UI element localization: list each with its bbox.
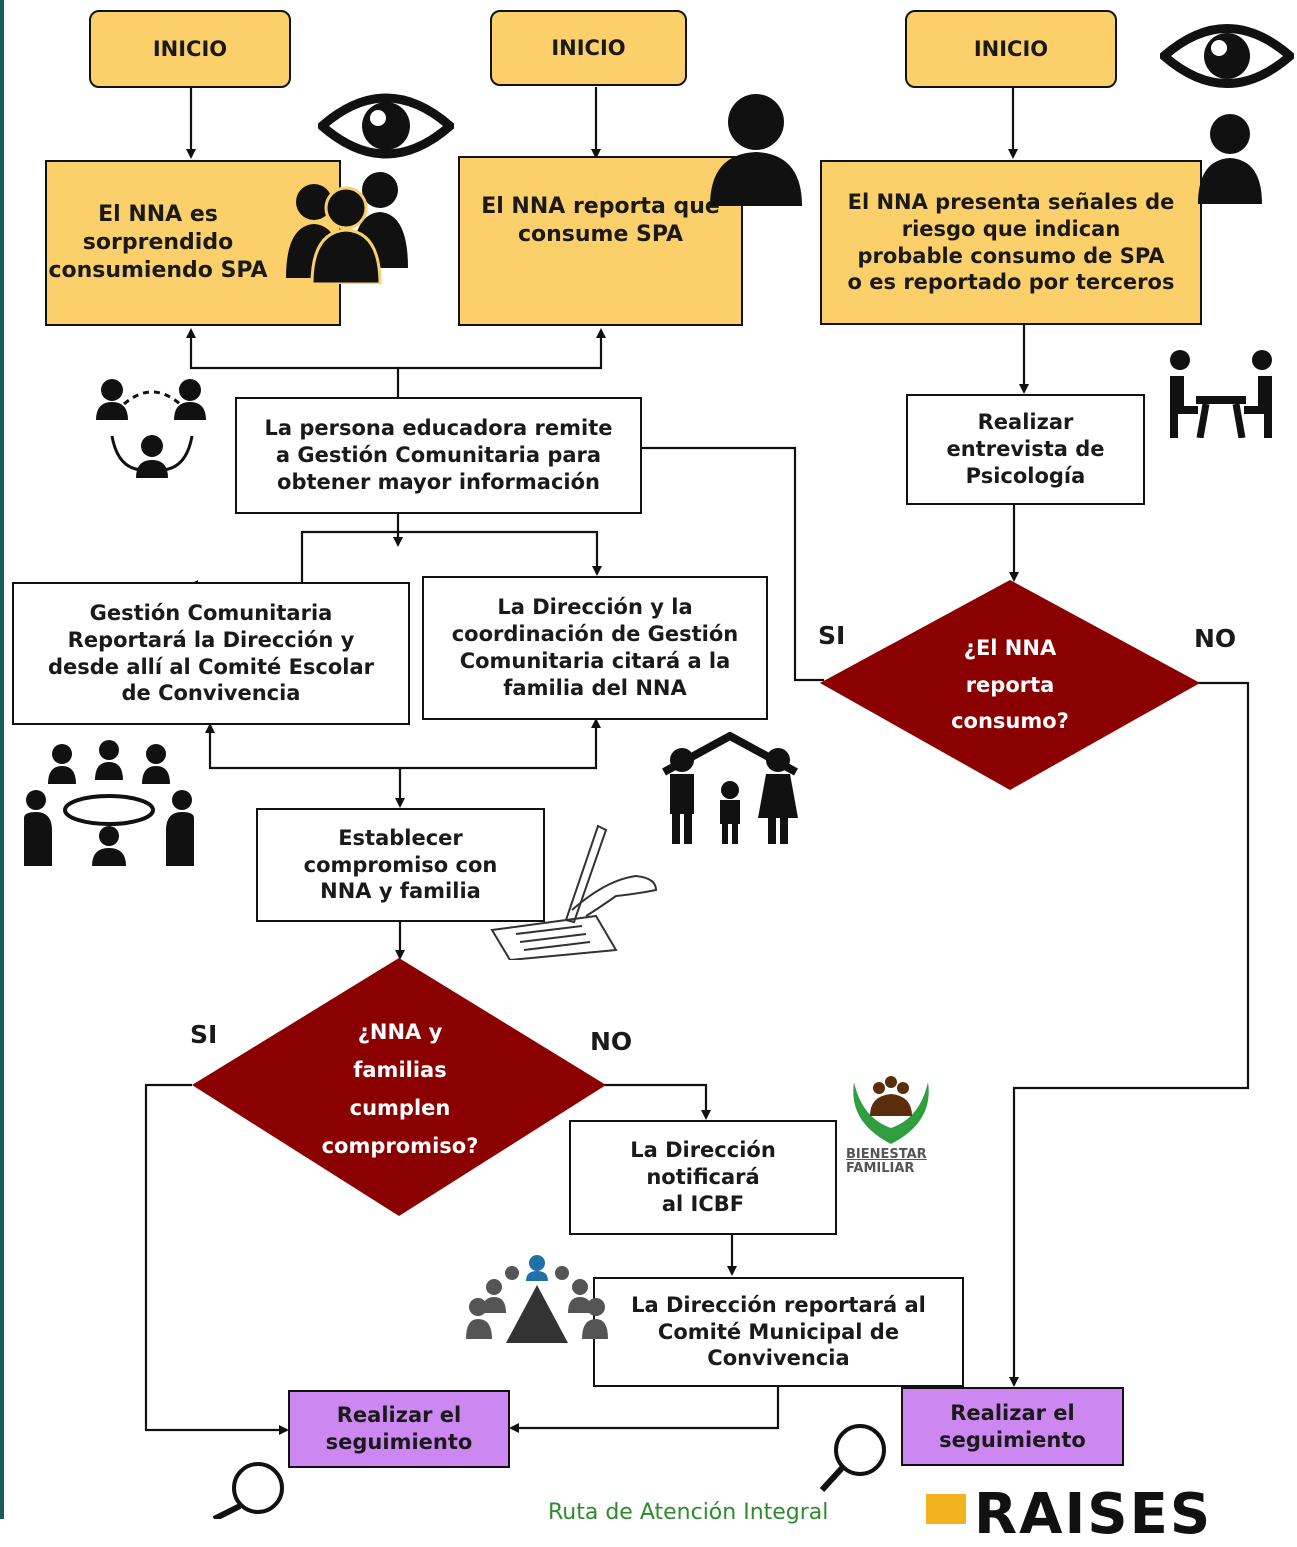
magnifier-icon [212, 1462, 284, 1519]
left-edge-bar [0, 0, 4, 1519]
interview-icon [1170, 350, 1272, 438]
label-reporta-no: NO [1194, 624, 1237, 653]
footer-brand: RAISES [974, 1482, 1213, 1547]
start-middle: INICIO [490, 10, 687, 86]
person-icon [710, 94, 802, 206]
label-cumplen-yes: SI [190, 1020, 218, 1049]
assembly-icon [466, 1255, 608, 1343]
arrow-reporta-no [1009, 681, 1250, 1387]
line-educator-to-decision [641, 446, 824, 682]
decision-cumplen-shape [192, 958, 606, 1216]
family-icon [662, 732, 798, 844]
network-icon [96, 379, 206, 478]
label-reporta-yes: SI [818, 621, 846, 650]
decision-reporta-shape [820, 580, 1200, 790]
arrow-up-direccion [400, 718, 601, 770]
group-icon [286, 172, 408, 284]
footer-route-text: Ruta de Atención Integral [548, 1500, 829, 1525]
meeting-icon [24, 740, 194, 866]
icbf-logo-icon [853, 1076, 929, 1144]
magnifier-icon [819, 1424, 886, 1493]
eye-icon [318, 93, 454, 159]
footer-brand-mark [926, 1494, 966, 1524]
start-left: INICIO [89, 10, 291, 88]
start-right: INICIO [905, 10, 1117, 88]
person-icon [1198, 114, 1262, 204]
eye-icon [1160, 24, 1294, 88]
label-cumplen-no: NO [590, 1027, 633, 1056]
arrow-to-direccion [300, 530, 602, 585]
arrow-to-reports [398, 328, 606, 370]
arrow-municipal-to-followup [509, 1387, 780, 1433]
arrow-up-gestion [205, 723, 400, 770]
arrow-cumplen-yes [144, 1083, 289, 1435]
arrow-cumplen-no [604, 1083, 711, 1120]
arrow-to-surprised [186, 328, 400, 397]
signing-icon [490, 824, 658, 960]
